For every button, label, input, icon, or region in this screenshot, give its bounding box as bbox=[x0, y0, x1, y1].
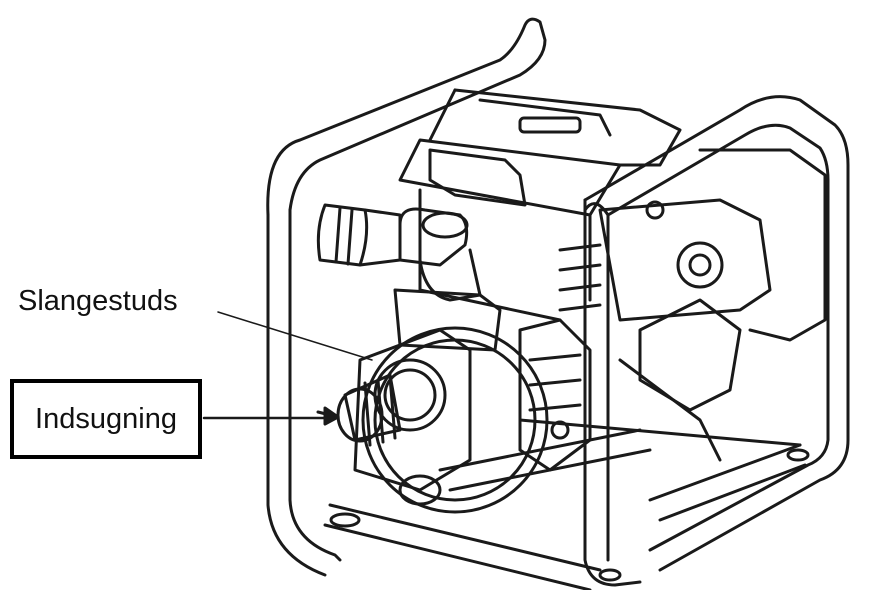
intake-hose-stud bbox=[316, 373, 402, 447]
frame-base bbox=[323, 418, 810, 590]
discharge-outlet bbox=[316, 203, 502, 352]
frame-tube-left bbox=[266, 17, 547, 577]
pump-volute bbox=[353, 326, 549, 514]
engine-internals bbox=[518, 318, 592, 472]
engine-side-cover bbox=[558, 148, 827, 462]
intake-label: Indsugning bbox=[35, 402, 177, 435]
intake-label-box: Indsugning bbox=[10, 379, 202, 459]
frame-tube-right bbox=[583, 95, 850, 587]
hose-stud-label: Slangestuds bbox=[18, 285, 178, 317]
hose-stud-leader bbox=[217, 311, 373, 361]
engine-block bbox=[398, 88, 682, 322]
